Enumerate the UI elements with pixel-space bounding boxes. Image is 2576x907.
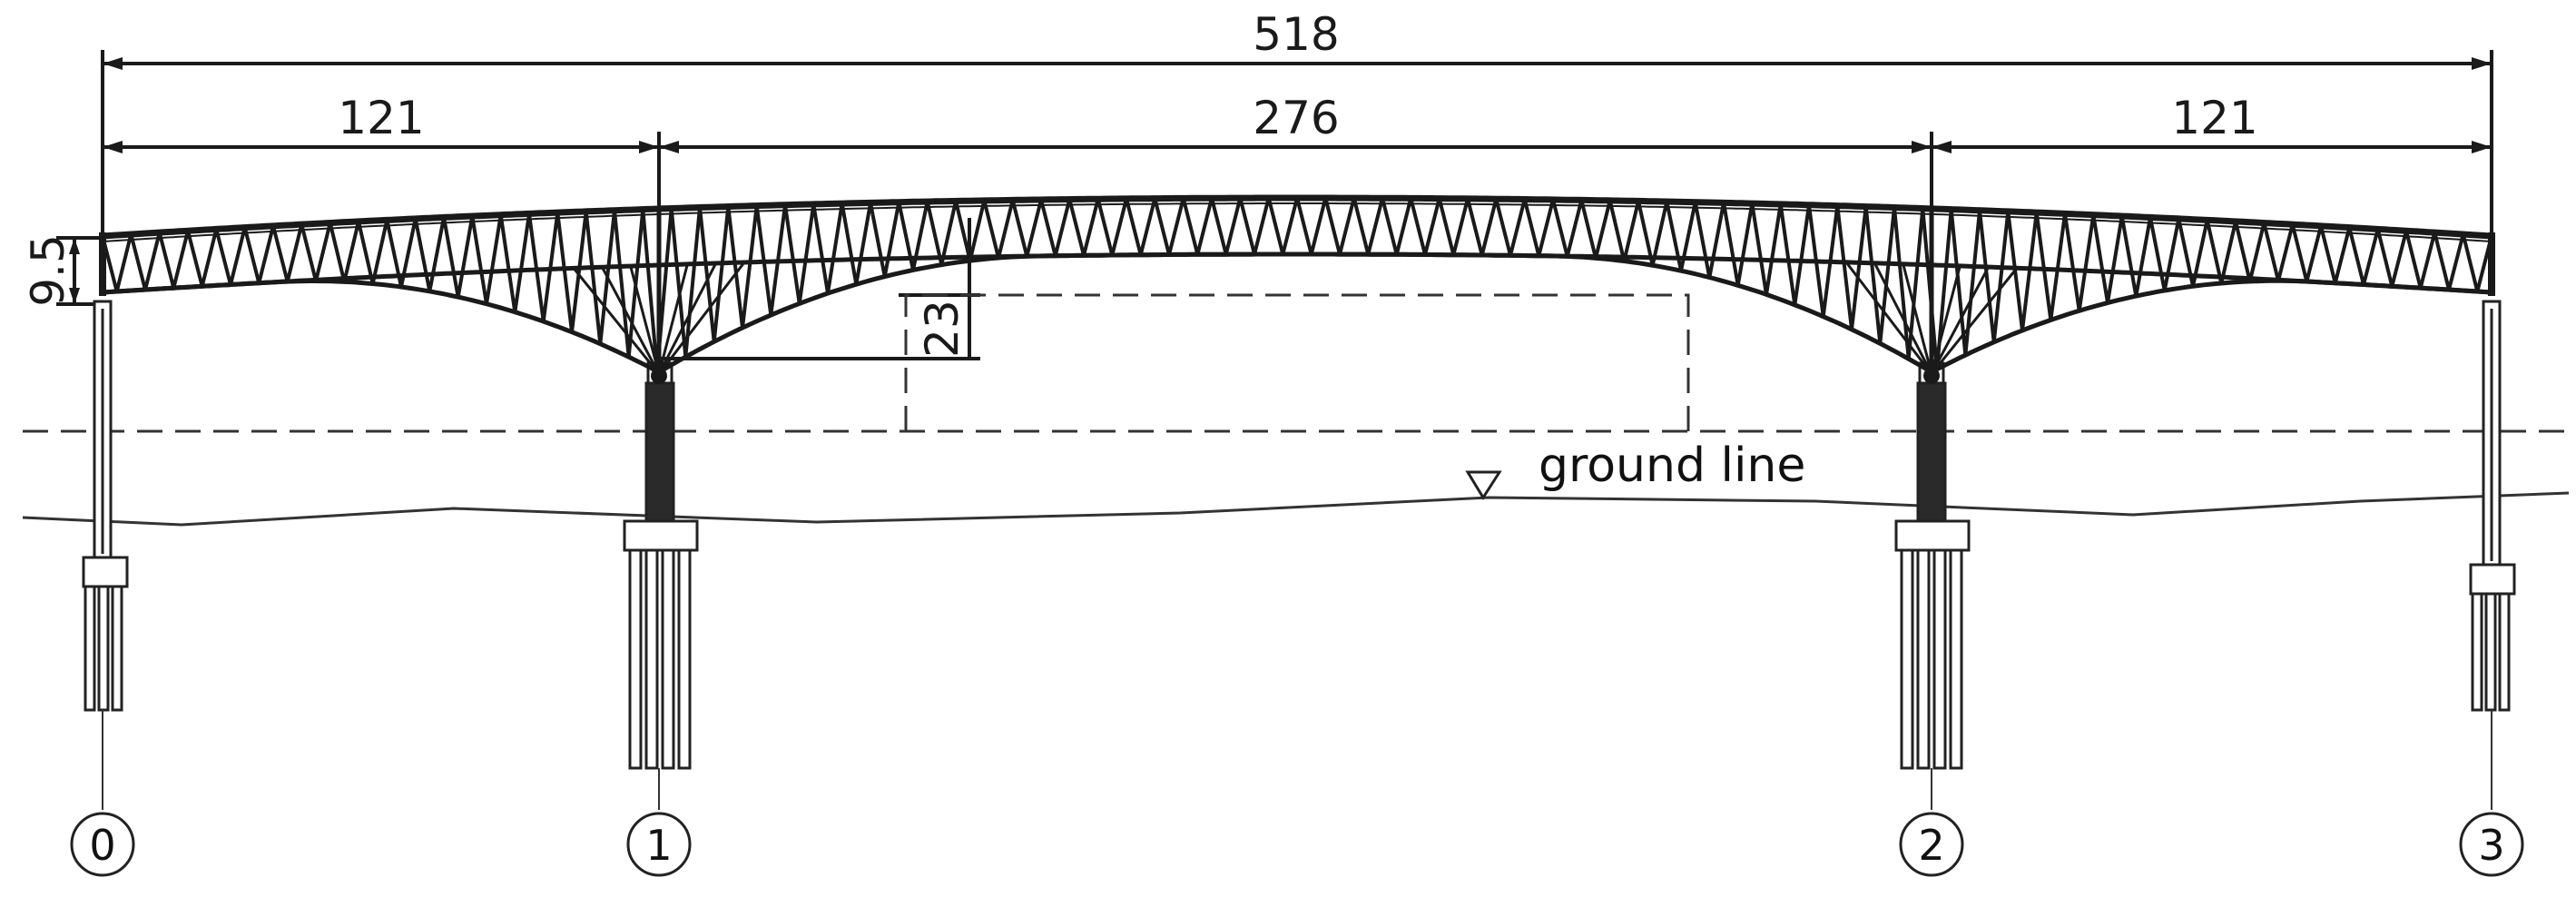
dim-clearance: 23: [916, 300, 968, 358]
pier-label-0-text: 0: [89, 821, 115, 870]
pier-label-3: 3: [2459, 812, 2524, 877]
dim-side-span-right: 121: [2171, 92, 2257, 144]
truss-structure: [99, 194, 2495, 384]
ground-marker-icon: [1465, 470, 1502, 500]
pier-label-3-text: 3: [2478, 821, 2504, 870]
dim-total: 518: [1253, 8, 1339, 61]
abutment-3: [2469, 300, 2516, 712]
pier-label-2: 2: [1899, 812, 1964, 877]
pier-label-1: 1: [626, 812, 692, 877]
pier-label-1-text: 1: [645, 821, 672, 870]
ground-profile: [22, 491, 2570, 527]
ground-line-label: ground line: [1539, 439, 1805, 493]
dimension-lines: [56, 50, 2493, 360]
clearance-envelope: [904, 293, 1690, 431]
dimension-arrows: [69, 57, 2492, 304]
abutment-0: [82, 300, 129, 712]
dim-main-span: 276: [1253, 92, 1339, 144]
pier-2: [1894, 361, 1971, 770]
pier-label-2-text: 2: [1918, 821, 1944, 870]
pier-label-0: 0: [70, 812, 135, 877]
dim-truss-depth: 9.5: [22, 234, 74, 307]
pier-1: [623, 361, 699, 770]
pier-axis-lines: [102, 710, 2492, 810]
dim-side-span-left: 121: [338, 92, 424, 144]
